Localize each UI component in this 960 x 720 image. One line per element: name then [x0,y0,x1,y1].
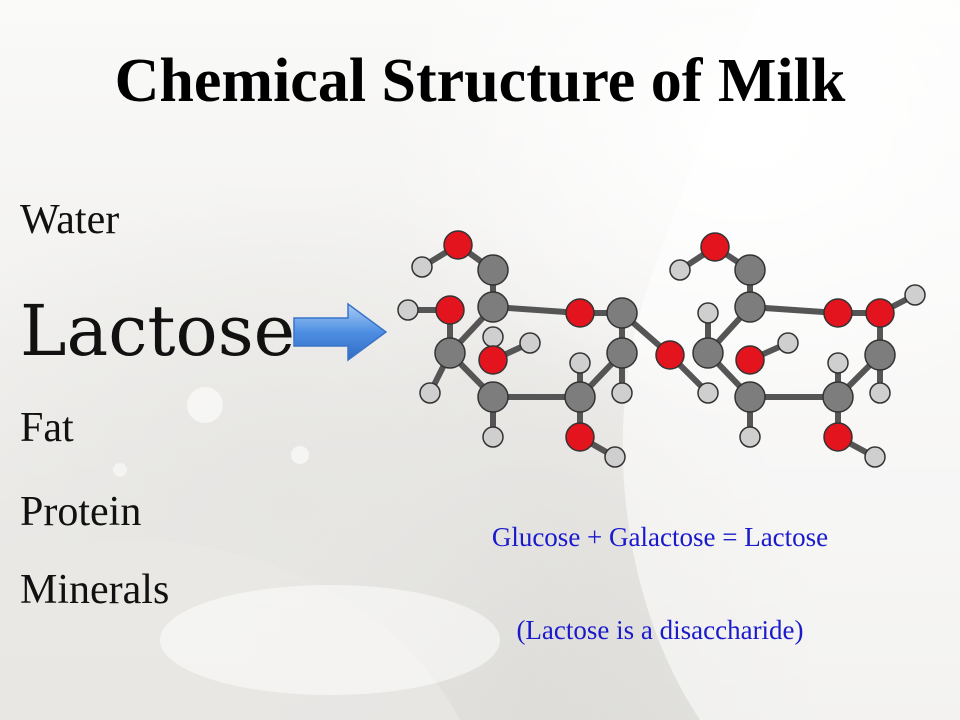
disaccharide-note: (Lactose is a disaccharide) [516,615,804,645]
lactose-molecule-diagram [397,230,926,468]
list-item-protein: Protein [20,489,142,535]
list-item-minerals: Minerals [20,567,170,613]
list-item-fat: Fat [20,405,74,451]
right-arrow-icon [293,302,388,362]
list-item-lactose: Lactose [20,290,296,372]
slide-title: Chemical Structure of Milk [114,47,846,115]
list-item-water: Water [20,197,120,243]
equation-caption: Glucose + Galactose = Lactose [491,522,829,552]
